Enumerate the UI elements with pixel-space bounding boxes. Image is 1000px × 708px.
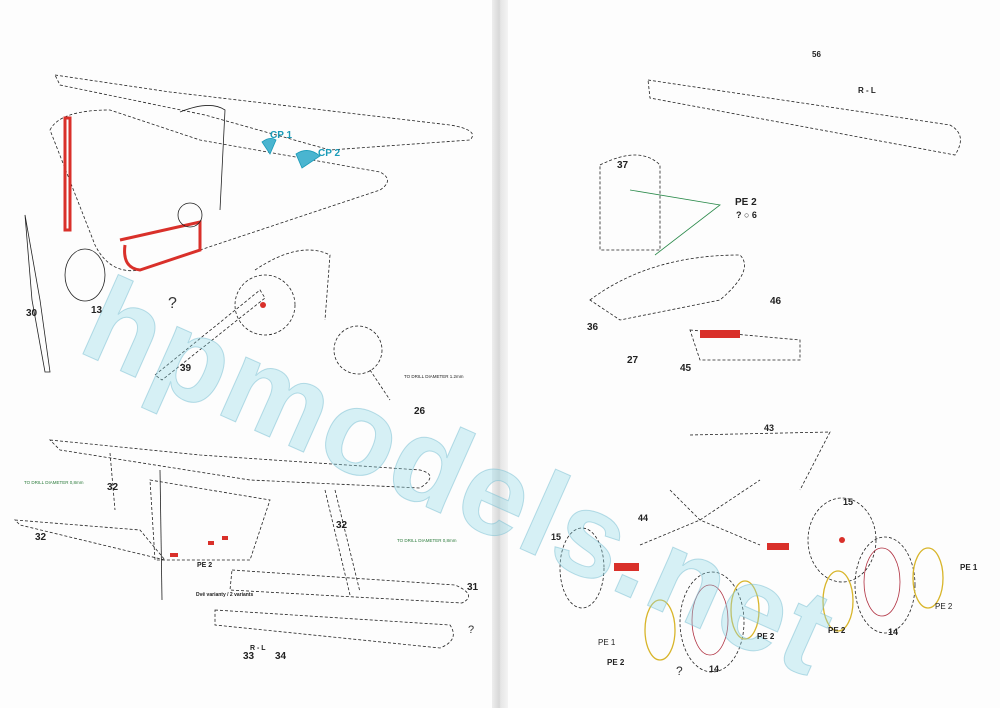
part-number: 26 — [414, 406, 426, 417]
canopy-parts — [261, 138, 321, 169]
pe-label: PE 1 — [598, 638, 616, 647]
part-number: 36 — [587, 322, 599, 333]
part-number: 56 — [812, 50, 821, 59]
callout-cp1: CP 1 — [270, 130, 293, 141]
drill-note: TO DRILL DIAMETER 1.2mm — [404, 374, 464, 379]
callout-cp2: CP 2 — [318, 148, 341, 159]
tail-assembly — [589, 154, 801, 361]
part-number: 37 — [617, 160, 629, 171]
upper-wing-top-view — [54, 74, 473, 151]
pe-label: PE 2 — [197, 562, 213, 569]
pe-label: PE 2 — [735, 197, 757, 208]
left-instruction-page — [0, 0, 499, 708]
part-number: 31 — [467, 582, 479, 593]
drill-note: TO DRILL DIAMETER 0,8mm — [397, 538, 457, 543]
wheels — [559, 497, 916, 673]
part-number: 32 — [107, 482, 119, 493]
part-number: 13 — [91, 305, 103, 316]
part-number: 34 — [275, 651, 287, 662]
part-number: 33 — [243, 651, 255, 662]
pe-label: PE 1 — [960, 563, 978, 572]
part-number: 30 — [26, 308, 38, 319]
pe-wheel-spokes — [644, 547, 944, 661]
part-number: 46 — [770, 296, 782, 307]
upper-wing-56 — [647, 79, 961, 156]
pe-label: PE 2 — [935, 602, 953, 611]
part-number: 32 — [35, 532, 47, 543]
part-number: 15 — [551, 532, 562, 542]
part-number: 39 — [180, 363, 192, 374]
right-instruction-page — [502, 0, 1000, 708]
part-number: 14 — [888, 627, 899, 637]
red-attachment-points-bottom — [170, 536, 228, 557]
pe-label: PE 2 — [757, 632, 775, 641]
part-number: 27 — [627, 355, 639, 366]
biplane-assembled-view — [13, 439, 469, 649]
page-gutter — [492, 0, 508, 708]
drill-note: TO DRILL DIAMETER 0,8mm — [24, 480, 84, 485]
page-mark: ? — [468, 624, 475, 636]
cowling-13 — [64, 248, 106, 302]
side-marker: R - L — [250, 645, 266, 652]
engine-assembly — [154, 249, 391, 401]
part-number: 44 — [638, 513, 649, 523]
unknown-mark: ? — [168, 295, 177, 312]
landing-gear — [614, 431, 831, 571]
part-number: 45 — [680, 363, 692, 374]
part-number: 32 — [336, 520, 348, 531]
side-marker: R - L — [858, 86, 876, 95]
fuselage-top-view — [49, 105, 388, 272]
unknown-mark: ? — [676, 664, 683, 678]
pe-label: PE 2 — [607, 658, 625, 667]
part-number: 14 — [709, 664, 720, 674]
part-number: 15 — [843, 497, 854, 507]
propeller-30 — [24, 214, 51, 373]
pe-label: PE 2 — [828, 626, 846, 635]
part-number: 43 — [764, 423, 775, 433]
pe-note: ? ○ 6 — [736, 210, 757, 220]
variants-note: Dvě varianty / 2 variants — [196, 592, 254, 598]
